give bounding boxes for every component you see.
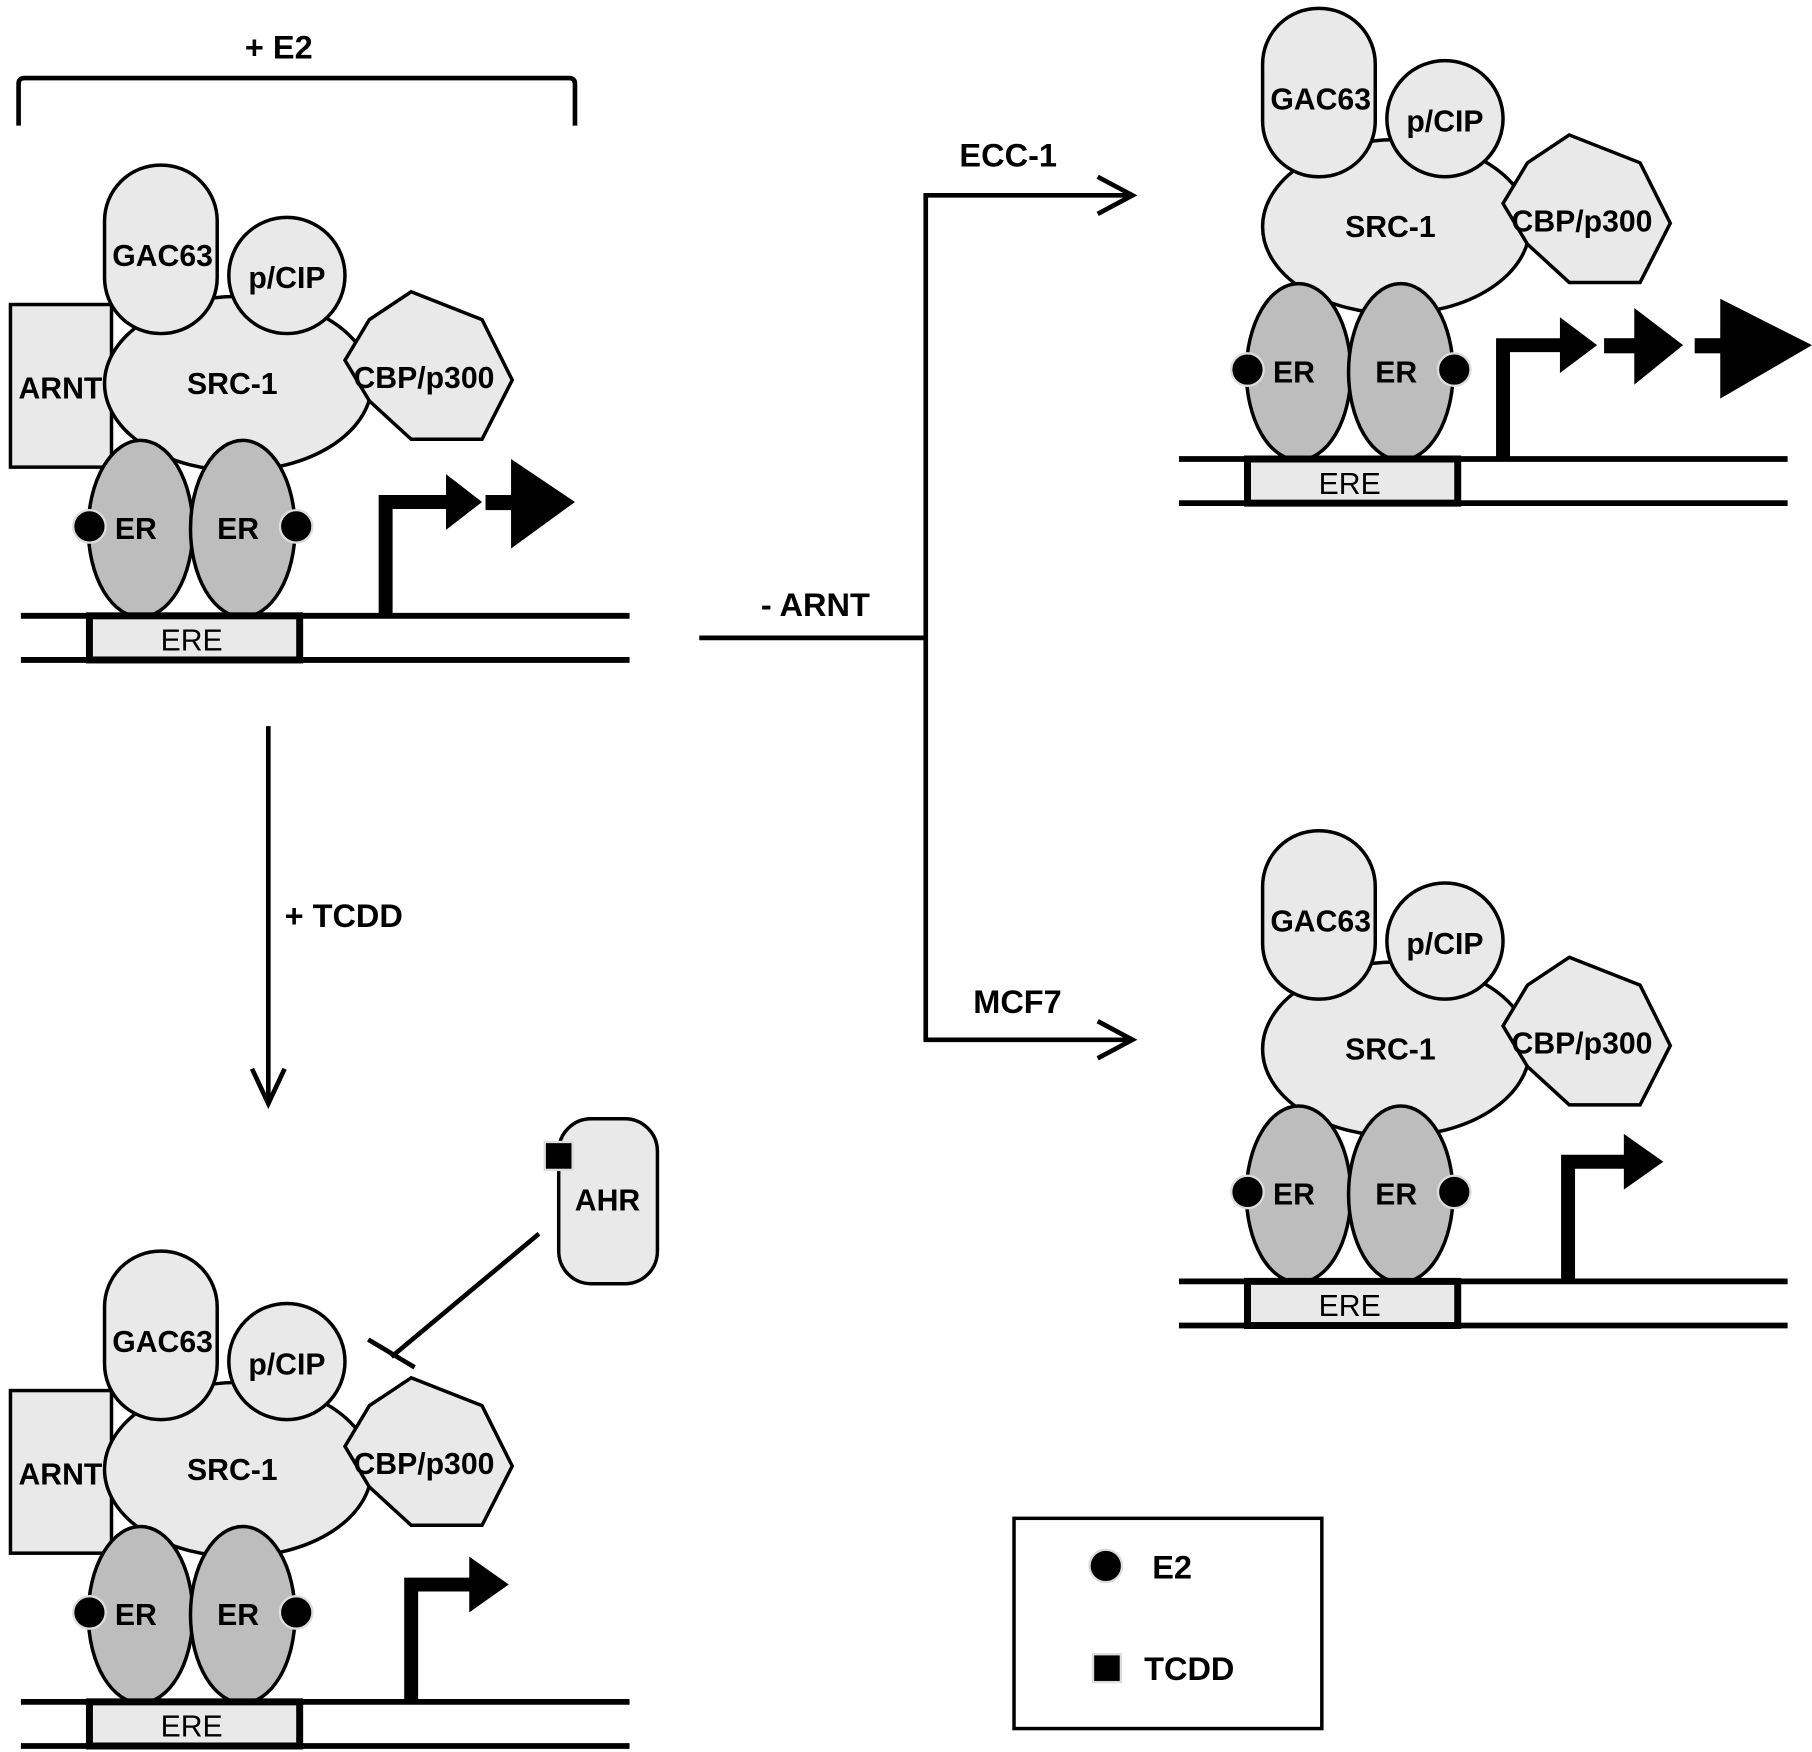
src1-label: SRC-1 <box>1345 1034 1436 1067</box>
er-label: ER <box>115 1599 157 1632</box>
arnt-knockdown-label: - ARNT <box>761 587 870 623</box>
e2-treatment-label: + E2 <box>245 29 313 65</box>
transcription-arrow-small <box>1623 1133 1664 1190</box>
tss-arrow <box>1496 338 1572 460</box>
ecc1-label: ECC-1 <box>959 137 1057 173</box>
panel-ecc1: GAC63 p/CIP SRC-1 CBP/p300 ER ER ERE <box>1179 8 1812 503</box>
ahr-label: AHR <box>575 1185 641 1218</box>
gac63-label: GAC63 <box>112 240 213 273</box>
er-label: ER <box>217 1599 259 1632</box>
inhibition-bar <box>367 1337 416 1370</box>
ere-label: ERE <box>1319 468 1381 501</box>
src1-label: SRC-1 <box>187 1454 278 1487</box>
transcription-arrow-2 <box>1634 308 1684 385</box>
tss-arrow <box>1561 1154 1639 1282</box>
ere-label: ERE <box>161 1711 223 1744</box>
cbp-label: CBP/p300 <box>353 362 494 395</box>
gac63-label: GAC63 <box>112 1326 213 1359</box>
er-label: ER <box>1273 1179 1315 1212</box>
legend-label-e2: E2 <box>1152 1550 1192 1586</box>
pcip-label: p/CIP <box>1406 928 1483 961</box>
src1-label: SRC-1 <box>1345 211 1436 244</box>
pcip-label: p/CIP <box>248 262 325 295</box>
arnt-box <box>8 302 114 469</box>
tcdd-treatment-label: + TCDD <box>285 898 403 934</box>
arnt-branch: - ARNT ECC-1 MCF7 <box>699 137 1138 1061</box>
ahr-protein <box>556 1117 660 1286</box>
transcription-arrow-large <box>511 459 575 549</box>
e2-bracket <box>16 75 578 126</box>
ere-label: ERE <box>1319 1290 1381 1323</box>
pcip-label: p/CIP <box>248 1348 325 1381</box>
panel-e2: + E2 ARNT GAC63 p/CIP SRC-1 CBP/p300 ER … <box>8 29 629 660</box>
er-label: ER <box>217 513 259 546</box>
tss-arrow <box>378 495 459 616</box>
panel-mcf7: GAC63 p/CIP SRC-1 CBP/p300 ER ER ERE <box>1179 831 1788 1326</box>
er-label: ER <box>1273 356 1315 389</box>
pcip-label: p/CIP <box>1406 105 1483 138</box>
ahr-inhibition: AHR <box>367 1117 660 1370</box>
legend: E2 TCDD <box>1012 1516 1324 1731</box>
arnt-box <box>8 1388 114 1555</box>
transcription-arrow-1 <box>1559 317 1598 374</box>
tcdd-square-icon <box>1091 1653 1123 1684</box>
gac63-label: GAC63 <box>1270 83 1371 116</box>
cbp-label: CBP/p300 <box>353 1448 494 1481</box>
tcdd-arrow: + TCDD <box>249 726 403 1110</box>
transcription-arrow-small <box>446 474 483 530</box>
transcription-arrow-small <box>469 1556 509 1613</box>
gac63-label: GAC63 <box>1270 906 1371 939</box>
cbp-label: CBP/p300 <box>1512 205 1653 238</box>
arnt-label: ARNT <box>18 373 102 406</box>
tss-arrow <box>404 1577 483 1702</box>
er-label: ER <box>1375 356 1417 389</box>
transcription-arrow-3 <box>1720 298 1812 399</box>
tcdd-square-icon <box>543 1140 574 1172</box>
er-label: ER <box>115 513 157 546</box>
legend-label-tcdd: TCDD <box>1144 1651 1234 1687</box>
er-label: ER <box>1375 1179 1417 1212</box>
mcf7-label: MCF7 <box>973 984 1062 1020</box>
cbp-label: CBP/p300 <box>1512 1028 1653 1061</box>
src1-label: SRC-1 <box>187 368 278 401</box>
e2-circle-icon <box>1088 1548 1124 1584</box>
arnt-label: ARNT <box>18 1459 102 1492</box>
panel-e2-tcdd: ARNT GAC63 p/CIP SRC-1 CBP/p300 ER ER ER… <box>8 1251 629 1746</box>
ere-label: ERE <box>161 625 223 658</box>
